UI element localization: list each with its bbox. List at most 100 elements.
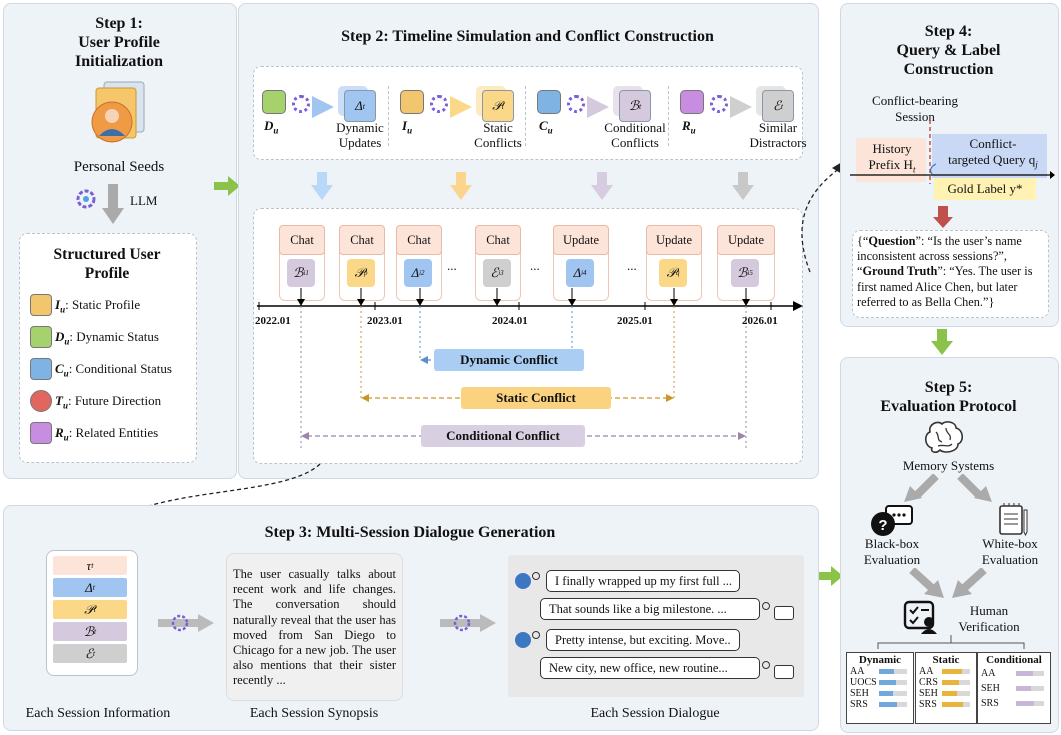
profile-item: Tu: Future Direction: [55, 393, 161, 411]
output-sym: Δ: [355, 98, 363, 113]
profile-symbol: I: [55, 297, 61, 312]
step4-title: Step 4: Query & Label Construction: [896, 23, 1001, 78]
down-arrow: [738, 172, 748, 186]
table-row: UOCS: [847, 677, 913, 688]
metric-label: SRS: [981, 698, 999, 709]
gear-arrow-1: [158, 614, 214, 632]
input-symbol: Ru: [682, 118, 696, 136]
user-icon: [515, 632, 531, 648]
gold-label: Gold Label y*: [947, 181, 1023, 196]
metric-label: SEH: [919, 688, 938, 699]
quote: ”: [937, 264, 943, 279]
llm-logo-icon: [710, 95, 728, 113]
ellipsis: ...: [447, 258, 457, 273]
profile-item: Iu: Static Profile: [55, 297, 140, 315]
info-sym: ℬ: [83, 623, 94, 639]
output-label: Dynamic Updates: [336, 120, 384, 150]
profile-sub: u: [60, 304, 66, 315]
ellipsis: ...: [530, 258, 540, 273]
input-sub: u: [407, 125, 413, 136]
table-row: SRS: [847, 699, 913, 710]
session-sub: i1: [303, 269, 309, 277]
span-arrow: [666, 394, 674, 402]
history-prefix: History Prefix Ht: [857, 141, 927, 178]
session-label: Update: [553, 225, 609, 255]
down-arrow-head: [591, 185, 613, 200]
document-person-icon: [91, 81, 145, 143]
truth-key: Ground Truth: [862, 264, 938, 279]
table-row: CRS: [916, 677, 976, 688]
metric-label: CRS: [919, 677, 938, 688]
thought-dots: [532, 572, 540, 580]
metric-label: SRS: [919, 699, 937, 710]
divider: [525, 86, 526, 146]
profile-label: : Dynamic Status: [69, 329, 159, 344]
llm-label: LLM: [130, 193, 158, 208]
session-sym: 𝒫: [354, 265, 364, 280]
whitebox-label: White-box Evaluation: [981, 536, 1039, 567]
metric-bar: [942, 702, 970, 707]
divider: [668, 86, 669, 146]
llm-logo-icon: [76, 189, 96, 209]
synopsis-text: The user casually talks about recent wor…: [233, 567, 396, 688]
metric-bar-fill: [942, 680, 959, 685]
llm-logo-icon: [292, 95, 310, 113]
input-symbol: Iu: [402, 118, 412, 136]
metric-bar-fill: [1016, 701, 1035, 706]
session-sym: Δ: [573, 265, 582, 280]
session-sub: i5: [747, 269, 753, 277]
input-icon: [537, 90, 561, 114]
metric-bar-fill: [879, 680, 896, 685]
info-sub: t: [93, 605, 96, 614]
output-label: Similar Distractors: [749, 120, 807, 150]
metric-bar: [942, 691, 970, 696]
synopsis-caption: Each Session Synopsis: [249, 706, 379, 721]
metric-bar: [879, 702, 907, 707]
step3-title: Step 3: Multi-Session Dialogue Generatio…: [264, 524, 556, 541]
query-sub: j: [1035, 159, 1038, 170]
flow-arrow: [214, 176, 240, 196]
metric-label: SEH: [850, 688, 869, 699]
input-sym: C: [539, 118, 548, 133]
brace-line: [877, 635, 1025, 649]
session-pointer-head: [416, 299, 424, 306]
session-label: Chat: [475, 225, 521, 255]
metric-bar-fill: [942, 669, 962, 674]
span-arrow: [420, 356, 428, 364]
svg-text:?: ?: [878, 517, 887, 534]
qa-text: {“Question”: “Is the user’s name inconsi…: [857, 234, 1033, 309]
output-label: Static Conflicts: [474, 120, 522, 150]
profile-symbol: C: [55, 361, 64, 376]
profile-sub: u: [62, 400, 68, 411]
info-sym: τ: [86, 557, 92, 573]
input-symbol: Cu: [539, 118, 553, 136]
output-label: Conditional Conflicts: [604, 120, 666, 150]
profile-label: : Conditional Status: [68, 361, 172, 376]
red-down-arrow: [933, 206, 953, 228]
table-title: Dynamic: [858, 654, 902, 666]
qa-box: [852, 230, 1049, 318]
metric-bar-fill: [879, 669, 895, 674]
profile-title: Structured User Profile: [53, 246, 161, 282]
synopsis-box: [226, 553, 403, 701]
table-row: SEH: [847, 688, 913, 699]
profile-item: Du: Dynamic Status: [55, 329, 159, 347]
notepad-icon: [999, 503, 1028, 536]
target-icon: [30, 390, 52, 412]
year-label: 2026.01: [742, 315, 778, 327]
session-sub: i4: [581, 269, 587, 277]
span-arrow: [301, 432, 309, 440]
input-icon: [400, 90, 424, 114]
input-sym: R: [682, 118, 691, 133]
session-sym: ℬ: [293, 265, 304, 280]
table-row: AA: [847, 666, 913, 677]
chat-bubble: I finally wrapped up my first full ...: [546, 570, 740, 592]
year-label: 2022.01: [255, 315, 291, 327]
timeline-svg: [257, 288, 803, 448]
person-id-icon: [30, 294, 52, 316]
